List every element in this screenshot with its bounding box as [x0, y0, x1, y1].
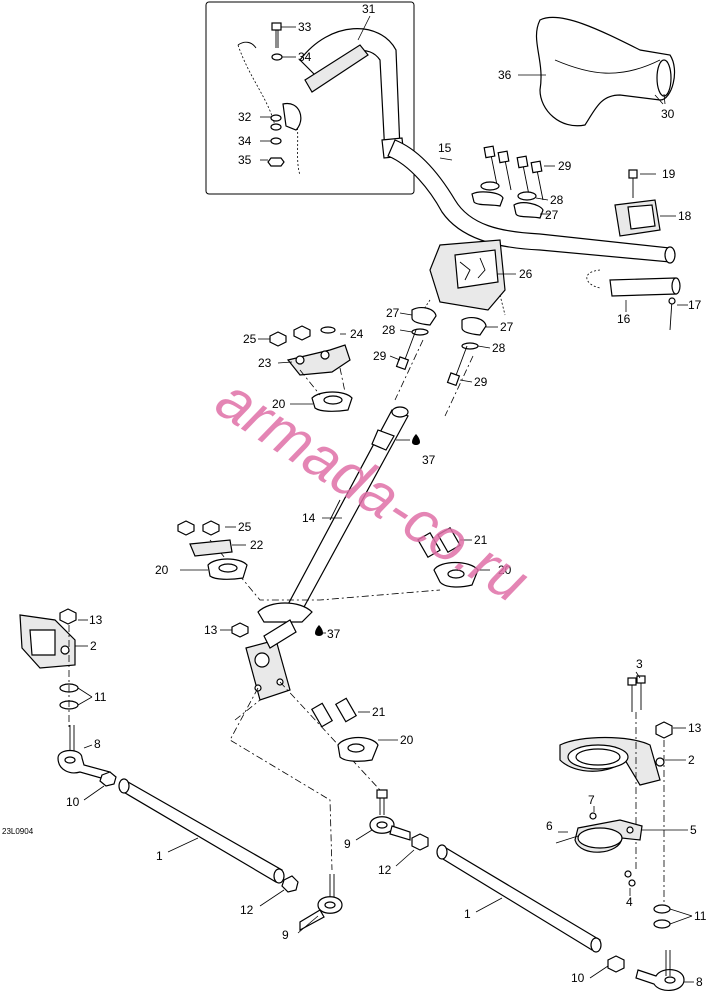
callout-28-top: 28 [550, 193, 564, 207]
callout-13-left: 13 [89, 613, 103, 627]
callout-6: 6 [546, 819, 553, 833]
grip [586, 269, 688, 331]
callout-7: 7 [588, 793, 595, 807]
callout-35: 35 [238, 153, 252, 167]
right-bracket-assembly [555, 671, 693, 929]
throttle-housing [614, 169, 676, 237]
callout-24: 24 [350, 327, 364, 341]
callout-27-left: 27 [386, 306, 400, 320]
callout-16: 16 [617, 312, 631, 326]
callout-14: 14 [302, 511, 316, 525]
callout-10-left: 10 [66, 795, 80, 809]
callout-5: 5 [690, 823, 697, 837]
center-tie-rod-end-upper [355, 789, 429, 867]
callout-10-right: 10 [571, 971, 585, 985]
callout-8-right: 8 [696, 975, 703, 989]
callout-29-top: 29 [558, 159, 572, 173]
callout-13-right: 13 [688, 721, 702, 735]
callout-21-upper: 21 [474, 533, 488, 547]
callout-29-right: 29 [474, 375, 488, 389]
callout-11-right: 11 [694, 909, 707, 923]
callout-11-left: 11 [94, 690, 107, 704]
column-lower-plate [220, 602, 381, 871]
callout-4: 4 [626, 895, 633, 909]
callout-20-lower: 20 [400, 733, 414, 747]
callout-26: 26 [519, 267, 533, 281]
callout-17: 17 [688, 298, 702, 312]
callout-33: 33 [298, 20, 312, 34]
upper-steering-support [258, 325, 353, 412]
right-tie-rod-end [589, 950, 694, 991]
upper-clamp-bolts [471, 145, 555, 219]
callout-20-left: 20 [155, 563, 169, 577]
left-bracket [19, 608, 93, 730]
callout-25-lower: 25 [238, 520, 252, 534]
grip-cover [518, 16, 675, 127]
callout-34-upper: 34 [298, 50, 312, 64]
left-tie-rod-end [57, 725, 117, 801]
callout-1-left: 1 [156, 849, 163, 863]
figure-code: 23L0904 [2, 827, 34, 836]
callout-23: 23 [258, 356, 272, 370]
callout-28-left: 28 [382, 323, 396, 337]
callout-27-top: 27 [545, 208, 559, 222]
callout-8-left: 8 [94, 737, 101, 751]
callout-18: 18 [678, 209, 692, 223]
callout-32: 32 [238, 110, 252, 124]
callout-3: 3 [636, 657, 643, 671]
callout-labels: 31 33 34 32 34 35 36 30 15 29 19 28 27 1… [2, 2, 707, 989]
callout-19: 19 [662, 167, 676, 181]
callout-13-mid: 13 [204, 623, 218, 637]
callout-9-upper: 9 [344, 837, 351, 851]
callout-20-upper: 20 [272, 397, 286, 411]
callout-12-left: 12 [240, 903, 254, 917]
callout-34-lower: 34 [238, 134, 252, 148]
callout-9-lower: 9 [282, 928, 289, 942]
callout-25-upper: 25 [243, 332, 257, 346]
lower-steering-support [310, 697, 398, 762]
callout-12-right: 12 [378, 863, 392, 877]
callout-30: 30 [661, 107, 675, 121]
lower-riser-clamps [389, 306, 498, 417]
right-tie-rod [436, 844, 602, 953]
callout-28-right: 28 [492, 341, 506, 355]
callout-36: 36 [498, 68, 512, 82]
callout-37-lower: 37 [327, 627, 341, 641]
callout-27-right: 27 [500, 320, 514, 334]
left-tie-rod [118, 778, 299, 907]
callout-29-left: 29 [373, 349, 387, 363]
callout-2-right: 2 [688, 753, 695, 767]
callout-31: 31 [362, 2, 376, 16]
handlebar [387, 139, 676, 264]
watermark: armada-co.ru [205, 365, 541, 616]
callout-37-upper: 37 [422, 453, 436, 467]
riser-block [419, 239, 516, 316]
callout-15: 15 [438, 141, 452, 155]
callout-1-right: 1 [464, 907, 471, 921]
mid-steering-support [177, 520, 490, 601]
callout-22: 22 [250, 538, 264, 552]
center-tie-rod-end-lower [297, 874, 343, 934]
callout-2-left: 2 [90, 639, 97, 653]
callout-20-right: 20 [498, 563, 512, 577]
callout-21-lower: 21 [372, 705, 386, 719]
steering-column [283, 406, 420, 636]
